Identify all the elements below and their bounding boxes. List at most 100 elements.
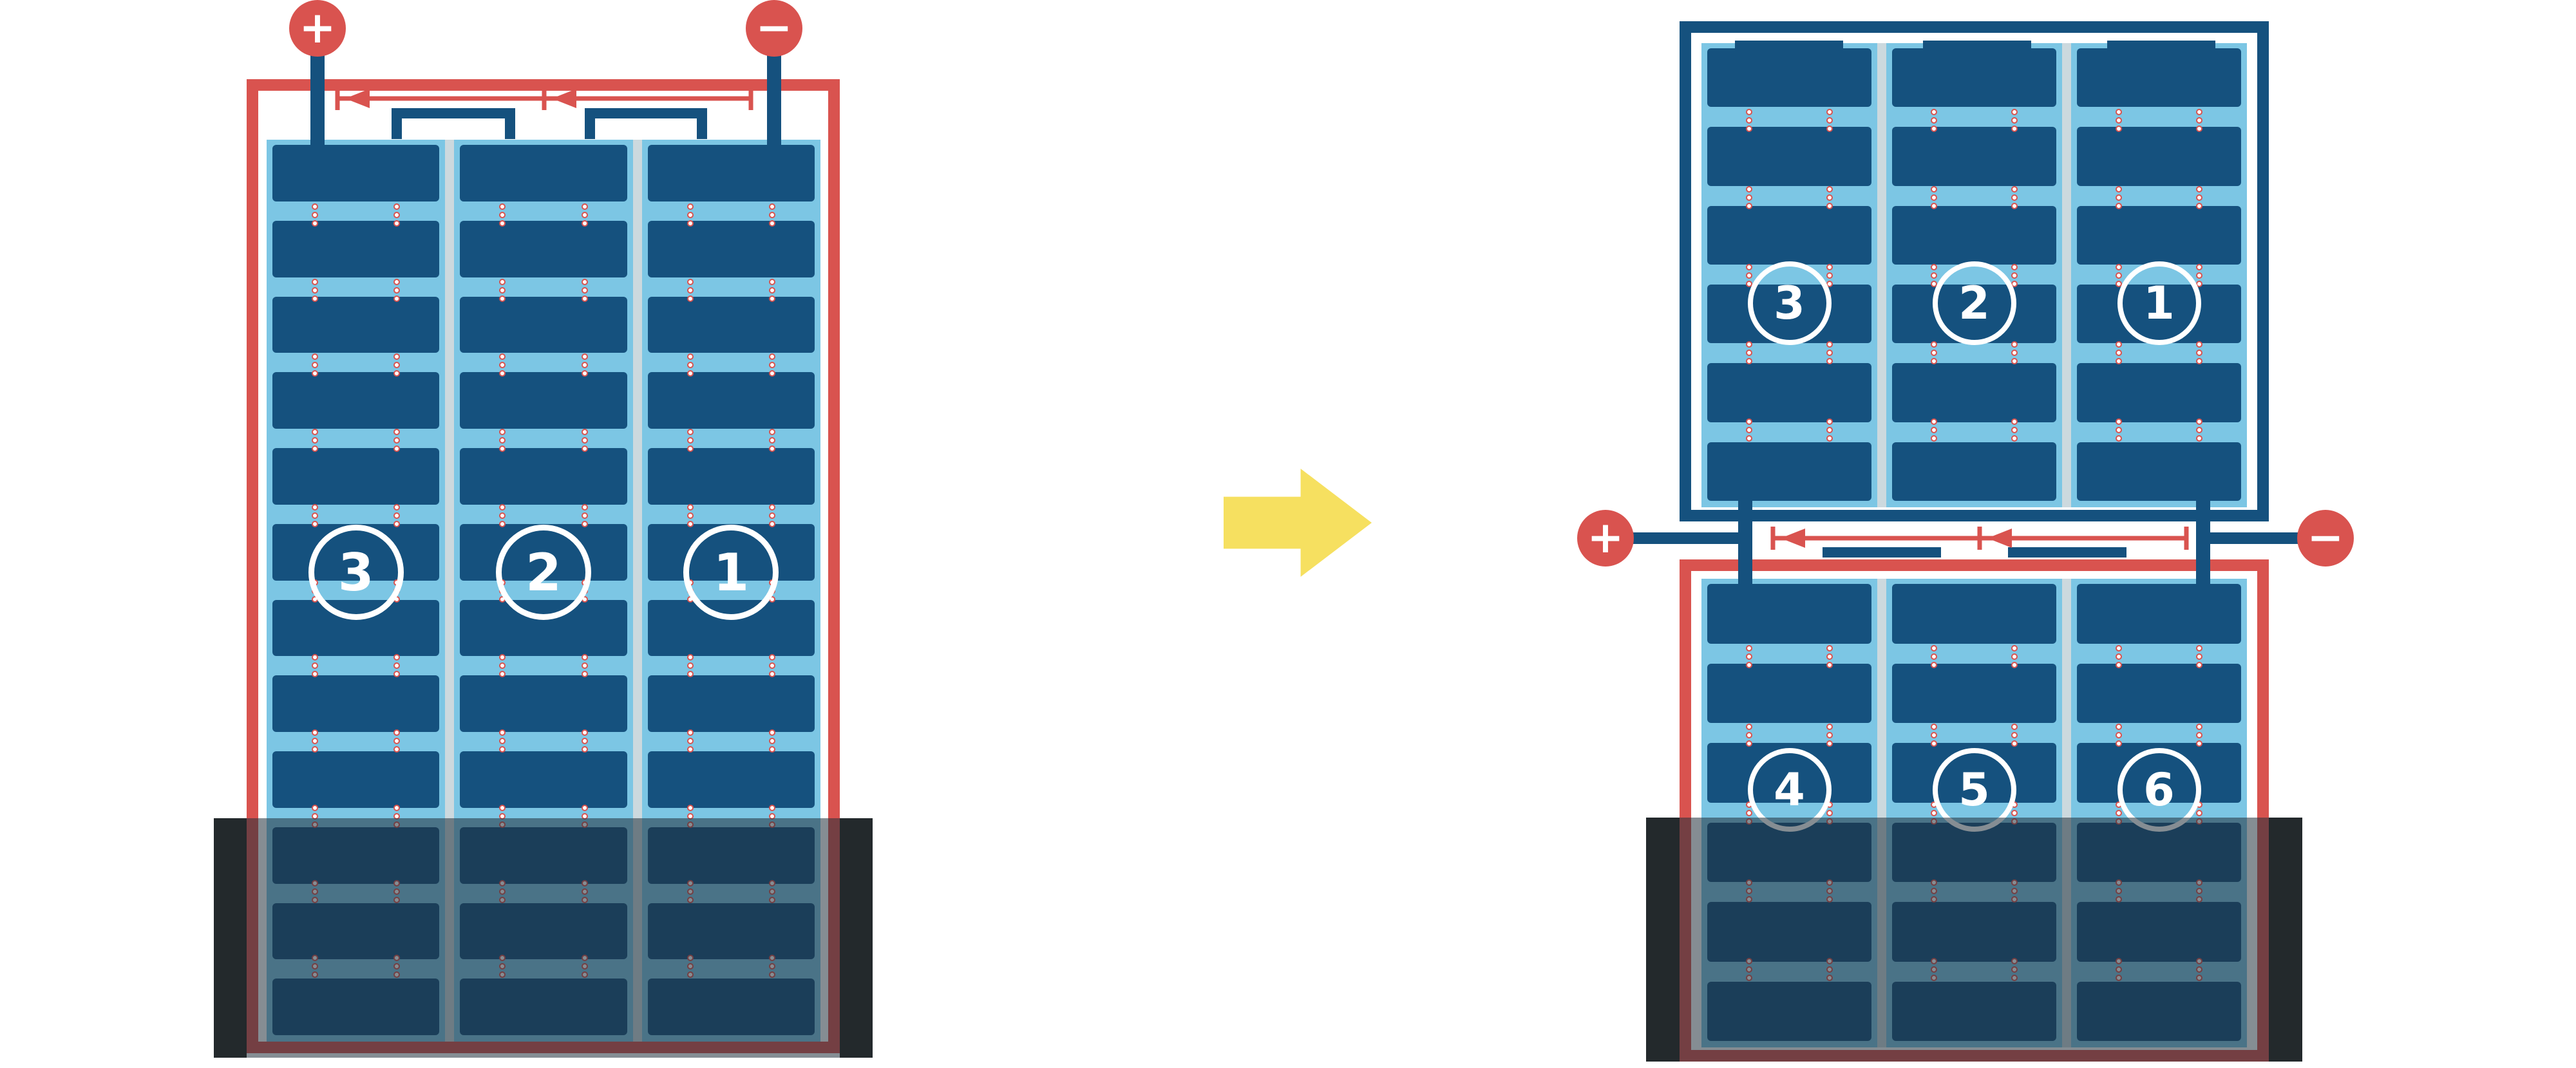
busbar-dot [687,203,694,210]
busbar-dot [311,738,318,744]
busbar-joint-dots [581,654,588,678]
busbar-joint-dots [2115,109,2122,133]
busbar-dot [2011,117,2018,124]
busbar-dot [499,671,506,678]
solar-cell [1707,363,1871,422]
solar-cell [1707,205,1871,265]
solar-cell [2077,584,2241,644]
busbar-joint-dots [2196,645,2203,669]
busbar-dot [581,729,588,736]
busbar-dot [311,220,318,227]
busbar-dot [581,437,588,444]
busbar-joint-dots [2196,418,2203,442]
solar-cell [1707,584,1871,644]
busbar-joint-dots [1745,109,1752,133]
busbar-dot [393,729,401,736]
busbar-dot [1826,426,1833,433]
busbar-dot [581,662,588,670]
busbar-dot [311,211,318,218]
string-top-connector [1735,41,1843,71]
busbar-dot [687,662,694,670]
busbar-dot [499,295,506,302]
busbar-dot [499,437,506,444]
busbar-dot [1745,723,1752,730]
busbar-dot [769,203,776,210]
busbar-dot [2196,194,2203,201]
string-number-badge: 1 [683,525,779,621]
solar-cell [272,751,440,808]
busbar-dot [1826,194,1833,201]
busbar-dot [311,729,318,736]
busbar-joint-dots [687,353,694,377]
busbar-dot [2011,435,2018,442]
negative-terminal: − [2297,510,2354,567]
busbar-dot [581,220,588,227]
busbar-dot [2196,662,2203,669]
busbar-dot [769,662,776,670]
busbar-joint-dots [311,729,318,753]
busbar-dot [581,512,588,519]
busbar-joint-dots [393,503,401,527]
string-bottom-connector [679,990,790,1026]
busbar-dot [2011,109,2018,116]
busbar-joint-dots [687,503,694,527]
busbar-dot [393,211,401,218]
busbar-dot [1745,126,1752,133]
busbar-dot [1745,186,1752,193]
busbar-dot [2115,731,2122,738]
busbar-dot [393,353,401,361]
busbar-dot [2196,126,2203,133]
positive-bus-bar [1629,532,1752,544]
busbar-dot [2115,126,2122,133]
busbar-joint-dots [393,654,401,678]
busbar-dot [1930,723,1937,730]
string-bottom-connector [2107,997,2215,1032]
busbar-dot [1826,418,1833,425]
busbar-dot [393,738,401,744]
busbar-dot [687,520,694,527]
busbar-dot [769,286,776,294]
busbar-dot [581,671,588,678]
busbar-dot [2196,810,2203,816]
busbar-joint-dots [2196,341,2203,364]
busbar-joint-dots [1930,263,1937,287]
solar-cell [1892,442,2056,501]
busbar-dot [769,445,776,452]
busbar-dot [499,746,506,753]
busbar-dot [2115,117,2122,124]
busbar-dot [687,295,694,302]
busbar-dot [769,512,776,519]
busbar-dot [311,353,318,361]
busbar-dot [1745,117,1752,124]
busbar-dot [769,295,776,302]
busbar-dot [393,362,401,369]
busbar-dot [1930,435,1937,442]
solar-cell [460,448,627,505]
string-number-badge: 3 [308,525,404,621]
busbar-dot [2115,272,2122,279]
busbar-dot [2011,357,2018,364]
busbar-dot [2115,435,2122,442]
busbar-dot [393,804,401,811]
busbar-dot [581,211,588,218]
busbar-dot [1826,357,1833,364]
string-top-connector [392,108,515,139]
busbar-dot [311,286,318,294]
busbar-joint-dots [1930,186,1937,210]
shade-end-cap [1646,818,1680,1062]
busbar-dot [311,370,318,377]
current-direction-arrows [335,87,753,110]
solar-cell [1892,127,2056,186]
busbar-dot [393,370,401,377]
busbar-dot [311,746,318,753]
busbar-dot [2011,731,2018,738]
plus-icon: + [299,3,336,53]
busbar-dot [1745,194,1752,201]
string-number-badge: 1 [2117,261,2201,345]
busbar-dot [1930,349,1937,356]
busbar-dot [393,295,401,302]
busbar-dot [2011,203,2018,210]
solar-cell [460,145,627,201]
busbar-dot [1930,194,1937,201]
